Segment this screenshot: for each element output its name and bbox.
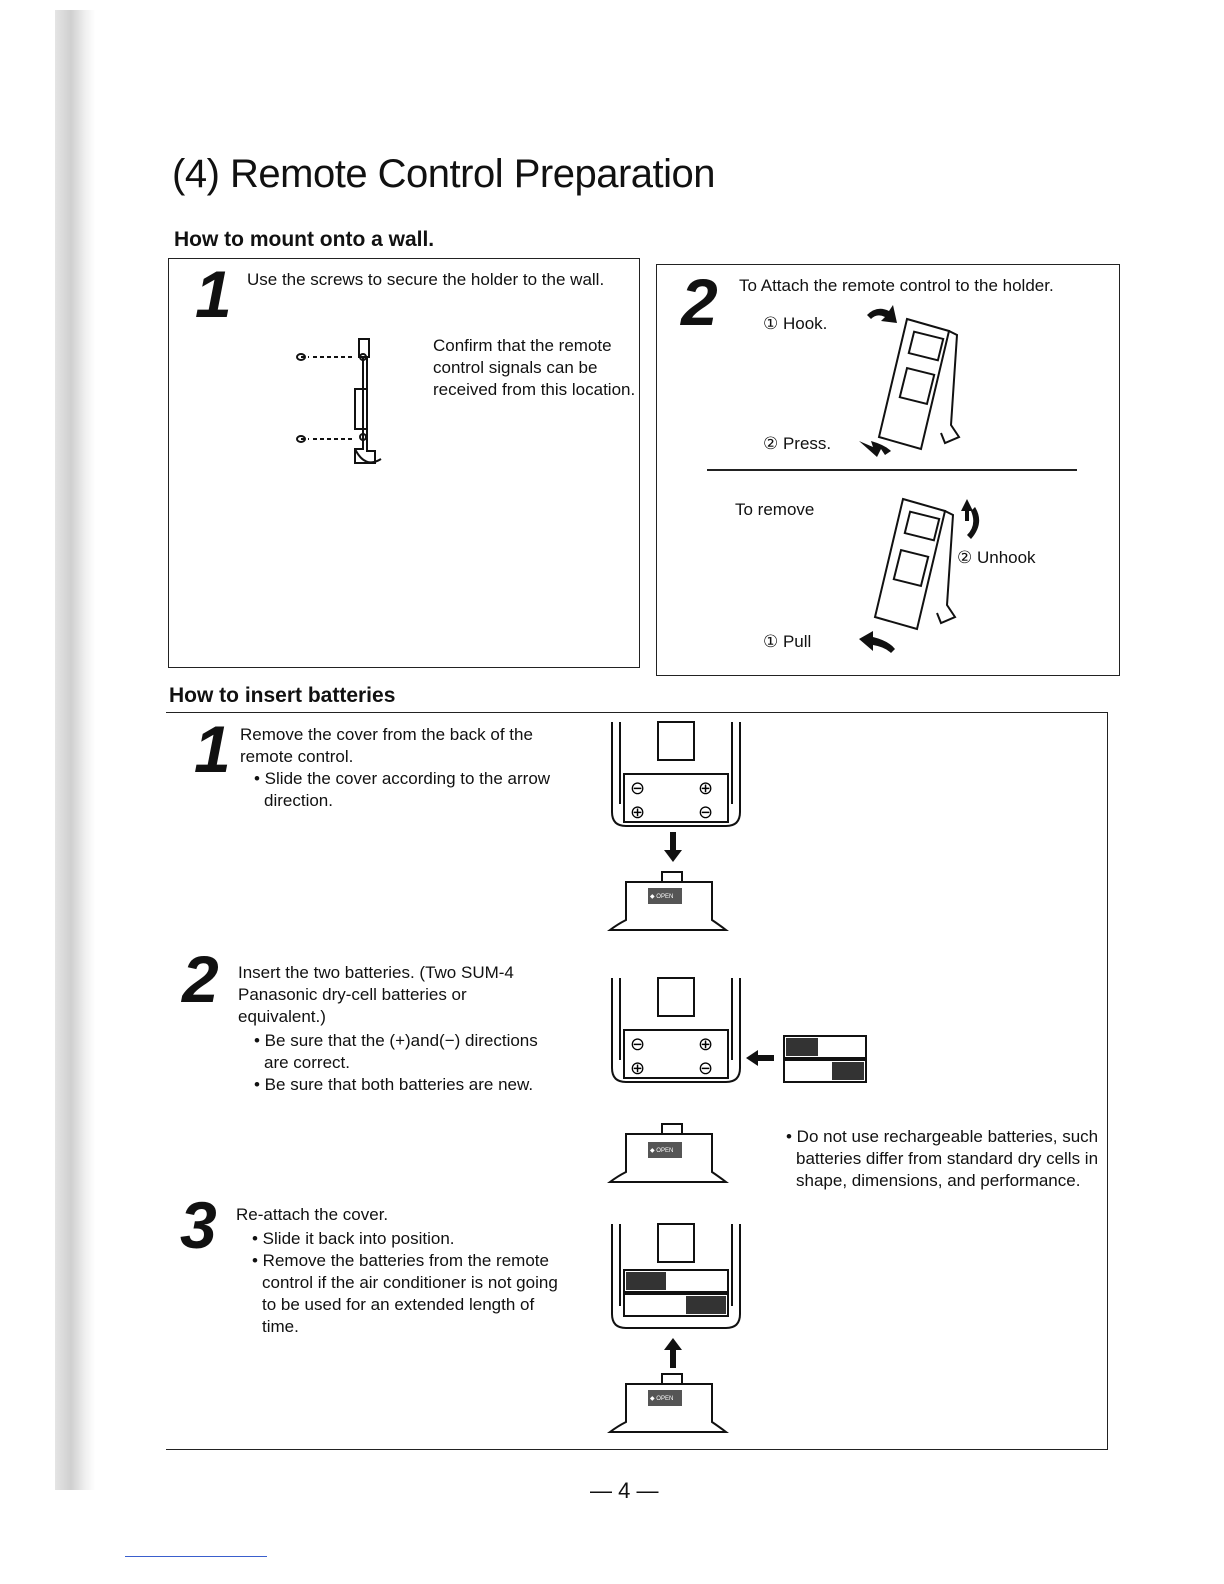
minus-symbol: ⊖: [630, 778, 645, 798]
divider: [707, 469, 1077, 471]
mount-step2-text: To Attach the remote control to the hold…: [739, 276, 1054, 295]
plus-symbol: ⊕: [698, 778, 713, 798]
remote-back-open-illustration: ⊖ ⊕ ⊕ ⊖ ◆ OPEN: [606, 721, 741, 931]
bat-step1-number: 1: [194, 712, 231, 786]
mount-step2-number: 2: [681, 265, 718, 339]
cover-open-label: ◆ OPEN: [650, 1148, 673, 1154]
press-label: ② Press.: [763, 434, 832, 453]
remove-label: To remove: [735, 500, 815, 519]
mount-heading: How to mount onto a wall.: [174, 228, 435, 251]
remote-remove-illustration: [859, 497, 980, 653]
bat-step2-text: Insert the two batteries. (Two SUM-4 Pan…: [238, 963, 514, 1026]
bat-step3-bullet2: • Remove the batteries from the remote c…: [252, 1251, 558, 1336]
minus-symbol: ⊖: [698, 1058, 713, 1078]
minus-symbol: ⊖: [630, 1034, 645, 1054]
batteries-box: [166, 712, 1108, 1450]
bat-step3-number: 3: [180, 1188, 217, 1262]
plus-symbol: ⊕: [698, 1034, 713, 1054]
mount-step1-number: 1: [195, 257, 232, 331]
hook-label: ① Hook.: [763, 314, 828, 333]
unhook-label: ② Unhook: [957, 548, 1036, 567]
bat-step2-bullet1: • Be sure that the (+)and(−) directions …: [254, 1031, 538, 1072]
mount-step2-box: 2 To Attach the remote control to the ho…: [656, 264, 1120, 676]
mount-step1-confirm: Confirm that the remote control signals …: [433, 336, 636, 399]
rechargeable-note: • Do not use rechargeable batteries, suc…: [786, 1127, 1099, 1190]
pull-label: ① Pull: [763, 632, 812, 651]
batteries-heading: How to insert batteries: [169, 684, 396, 707]
bat-step2-number: 2: [182, 942, 219, 1016]
page-number: — 4 —: [590, 1478, 659, 1503]
bat-step1-text: Remove the cover from the back of the re…: [240, 725, 533, 766]
cover-open-label: ◆ OPEN: [650, 1396, 673, 1402]
bat-step3-bullet1: • Slide it back into position.: [252, 1229, 455, 1248]
bat-step2-bullet2: • Be sure that both batteries are new.: [254, 1075, 534, 1094]
cover-open-label: ◆ OPEN: [650, 894, 673, 900]
minus-symbol: ⊖: [698, 802, 713, 822]
remote-attach-illustration: [859, 305, 961, 457]
plus-symbol: ⊕: [630, 1058, 645, 1078]
mount-step1-box: 1 Use the screws to secure the holder to…: [168, 258, 640, 668]
binding-shadow: [55, 10, 95, 1490]
reattach-cover-illustration: ◆ OPEN ◆ OPEN: [606, 1123, 741, 1433]
bat-step3-text: Re-attach the cover.: [236, 1205, 389, 1224]
page-title: (4) Remote Control Preparation: [172, 152, 716, 196]
insert-batteries-illustration: ⊖ ⊕ ⊕ ⊖: [611, 977, 867, 1083]
bat-step1-bullet: • Slide the cover according to the arrow…: [254, 769, 551, 810]
mount-step1-text: Use the screws to secure the holder to t…: [247, 270, 605, 289]
footer-line: [125, 1556, 267, 1557]
plus-symbol: ⊕: [630, 802, 645, 822]
wall-holder-illustration: [296, 338, 382, 464]
